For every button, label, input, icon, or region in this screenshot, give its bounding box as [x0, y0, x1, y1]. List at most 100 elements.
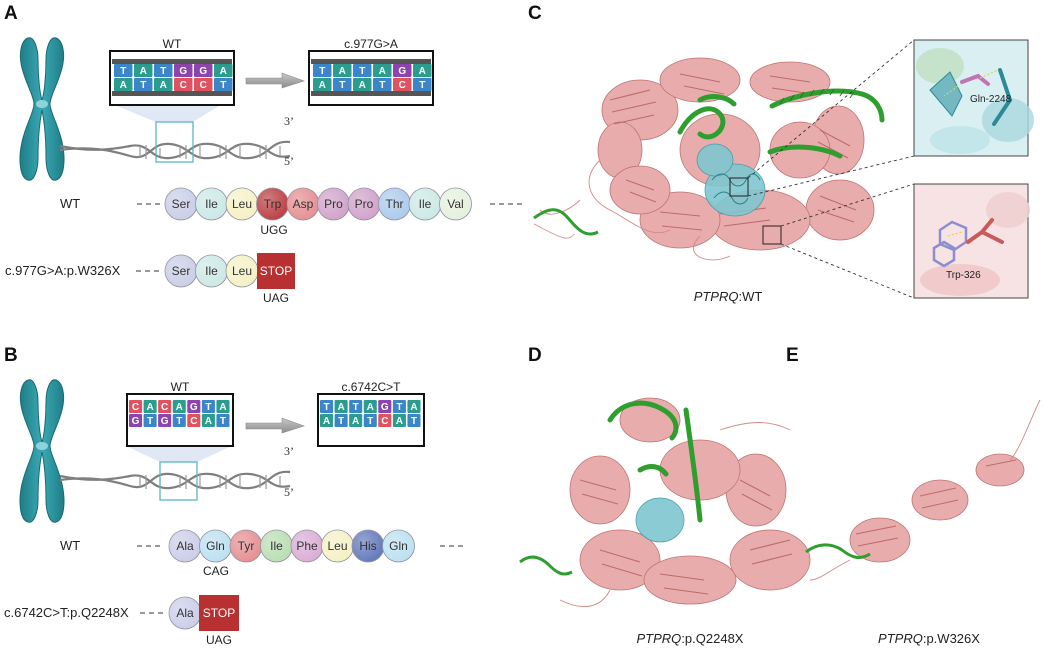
seq-b-mut-bottom-block [407, 414, 421, 427]
seq-b-wt-bottom-block [187, 414, 201, 427]
seq-b-wt-top-base: T [205, 402, 211, 413]
protein-structure-q2248x [519, 397, 811, 607]
amino-acid-label: Thr [386, 197, 404, 211]
caption-c-rest: :WT [738, 289, 762, 304]
caption-d: PTPRQ:p.Q2248X [637, 631, 744, 646]
seq-b-wt-top-base: A [219, 402, 226, 413]
seq-b-wt-top-base: G [190, 402, 198, 413]
amino-acid-label: His [359, 539, 376, 553]
inset-trp-326: Trp-326 [913, 183, 1030, 299]
seq-a-wt-top-base: G [199, 66, 207, 77]
seq-b-mut-top-block [378, 400, 392, 413]
amino-acid-label: Asp [293, 197, 314, 211]
seq-b-wt-bottom-block [201, 414, 215, 427]
amino-acid-label: Leu [232, 264, 252, 278]
seq-a-mut-top-base: G [398, 66, 406, 77]
amino-acid-shade [321, 530, 354, 562]
seq-b-wt-bottom-block [143, 414, 157, 427]
seq-b-wt-bottom-block [129, 414, 143, 427]
panel-d: PTPRQ:p.Q2248X [519, 397, 811, 646]
seq-a-mut-bottom-block [413, 78, 432, 91]
amino-acid-shade [352, 530, 384, 562]
amino-acid-shade [382, 530, 415, 562]
caption-d-gene: PTPRQ [637, 631, 682, 646]
seq-b-mut-top-base: G [381, 402, 389, 413]
amino-acid-shade [169, 530, 201, 562]
seq-b-wt-top-block [129, 400, 143, 413]
seq-b-mut-bottom-base: T [338, 416, 344, 427]
seq-a-wt-top-block [194, 64, 213, 77]
amino-acid-shade [226, 255, 258, 287]
amino-acid-shade [348, 188, 380, 220]
seq-a-wt-bottom-base: A [120, 80, 127, 91]
seq-b-mut-bottom-base: C [381, 416, 388, 427]
amino-acid-shade [317, 188, 350, 220]
seq-a-mut-bottom-block [333, 78, 352, 91]
seq-a-mut-top-block [333, 64, 352, 77]
amino-acid-label: Gln [206, 539, 225, 553]
amino-acid-label: Ile [205, 264, 218, 278]
caption-e-gene: PTPRQ [878, 631, 923, 646]
seq-b-mut-top-base: A [367, 402, 374, 413]
seq-a-wt-bottom-base: T [140, 80, 146, 91]
wt-box-title: WT [163, 37, 182, 51]
seq-a-mut-bottom-block [313, 78, 332, 91]
seq-b-mut-bottom-base: T [411, 416, 417, 427]
amino-acid-label: Leu [232, 197, 252, 211]
amino-acid-shade [409, 188, 441, 220]
caption-c-gene: PTPRQ [694, 289, 739, 304]
seq-b-mut-bottom-block [363, 414, 377, 427]
amino-acid-shade [439, 188, 472, 220]
amino-acid-shade [226, 188, 258, 220]
seq-a-wt-top-block [114, 64, 133, 77]
caption-d-rest: :p.Q2248X [681, 631, 743, 646]
seq-b-wt-top-block [158, 400, 172, 413]
seq-a-mut-top-base: T [359, 66, 365, 77]
amino-acid-shade [195, 188, 228, 220]
seq-a-wt-top-base: G [179, 66, 187, 77]
amino-acid-shade [169, 597, 201, 629]
seq-b-wt-bottom-base: G [161, 416, 169, 427]
panel-label-b: B [4, 345, 18, 366]
amino-acid-label: Ala [176, 606, 194, 620]
panel-label-e: E [786, 345, 799, 366]
seq-a-mut-bottom-block [393, 78, 412, 91]
seq-b-wt-top-base: C [161, 402, 168, 413]
mut-box-title: c.977G>A [344, 37, 398, 51]
amino-acid-shade [287, 188, 319, 220]
seq-a-wt-bottom-base: C [180, 80, 187, 91]
seq-a-mut-bottom-base: T [419, 80, 425, 91]
amino-acid-label: Pro [355, 197, 374, 211]
seq-a-wt-top-base: A [140, 66, 147, 77]
seq-a-wt-bottom-block [134, 78, 153, 91]
wt-row-label: WT [60, 196, 80, 211]
seq-b-wt-top-base: A [176, 402, 183, 413]
inset-top-label: Gln-2248 [970, 94, 1012, 105]
seq-a-mut-top-block [313, 64, 332, 77]
seq-b-mut-top-block [349, 400, 363, 413]
amino-acid-shade [165, 255, 197, 287]
panel-label-c: C [528, 3, 542, 24]
seq-a-mut-top-block [353, 64, 372, 77]
seq-b-wt-top-block [172, 400, 186, 413]
amino-acid-label: Ile [419, 197, 432, 211]
seq-b-mut-top-base: T [323, 402, 329, 413]
wt-row-label: WT [60, 538, 80, 553]
zoom-trapezoid [126, 446, 232, 462]
seq-b-mut-top-block [392, 400, 406, 413]
seq-b-wt-bottom-base: T [220, 416, 226, 427]
seq-b-mut-bottom-block [349, 414, 363, 427]
seq-b-mut-top-block [363, 400, 377, 413]
right-arrow-icon [245, 417, 305, 434]
wt-codon: UGG [260, 223, 287, 237]
stop-codon-box [199, 595, 239, 631]
mut-row-label: c.977G>A:p.W326X [5, 263, 121, 278]
seq-b-wt-bottom-block [158, 414, 172, 427]
seq-b-wt-top-base: A [146, 402, 153, 413]
seq-a-wt-bottom-block [114, 78, 133, 91]
seq-a-wt-bottom-block [194, 78, 213, 91]
dna-helix [59, 140, 291, 160]
